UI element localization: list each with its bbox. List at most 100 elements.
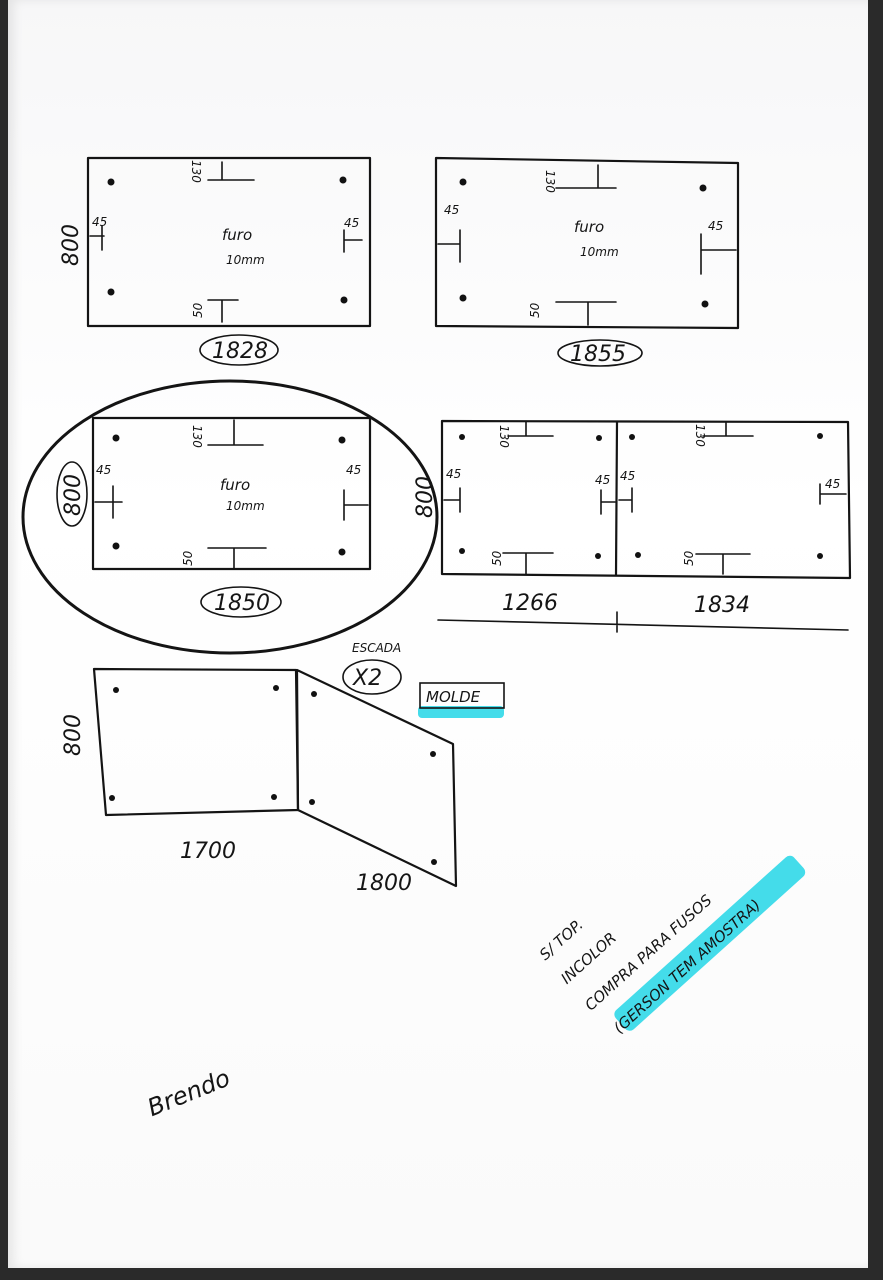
panel-2-width-circle [557, 339, 643, 367]
panel-4-hole-bottom-left-label: 50 [490, 550, 504, 566]
mold-label: MOLDE [426, 688, 481, 706]
panel-1-note-line1: furo [222, 226, 252, 244]
panel-4-mark-bottom-left [502, 552, 554, 575]
panel-1: 130 50 45 45 furo 10mm 800 1828 [59, 156, 372, 366]
panel-4-hole-45-a: 45 [446, 467, 461, 481]
panel-4-mark-top-left [507, 421, 554, 437]
panel-4-right-width-label: 1834 [694, 593, 750, 618]
panel-2-mark-bottom [555, 301, 617, 326]
panel-2-width-label: 1855 [570, 342, 626, 367]
panel-3-height-circle [56, 461, 88, 527]
panel-1-outline [86, 156, 372, 328]
panel-4-mark-mid-right [618, 487, 633, 513]
signature: Brendo [144, 1064, 234, 1122]
panel-3-hole-top-label: 130 [190, 425, 204, 448]
stair-hole [430, 751, 436, 757]
panel-4-hole [596, 435, 602, 441]
stair-hole [273, 685, 279, 691]
panel-3-hole-bottom-label: 50 [181, 550, 195, 566]
notes: S/ TOP. INCOLOR COMPRA PARA FUSOS (GERSO… [536, 855, 806, 1037]
panel-1-hole-bottom-label: 50 [191, 302, 205, 318]
stair-hole [109, 795, 115, 801]
panel-4-hole [817, 553, 823, 559]
panel-3-hole [112, 542, 120, 550]
stair-hole [309, 799, 315, 805]
paper-sheet: 130 50 45 45 furo 10mm 800 1828 130 50 4… [8, 0, 868, 1268]
panel-3-mark-bottom [207, 547, 267, 569]
panel-1-hole-left-label: 45 [92, 215, 107, 229]
stair-height-label: 800 [61, 714, 86, 756]
panel-3-hole-right-label: 45 [346, 463, 361, 477]
stair-hole [113, 687, 119, 693]
panel-4-outline [440, 419, 852, 580]
panel-3-mark-top [207, 419, 264, 446]
stair-qty-circle [342, 659, 402, 695]
panel-2: 130 50 45 45 furo 10mm 1855 [434, 156, 740, 367]
stair-width-left-label: 1700 [180, 839, 236, 864]
panel-4-hole-45-d: 45 [825, 477, 840, 491]
panel-3-circle-mark [21, 379, 439, 655]
panel-4-hole [817, 433, 823, 439]
panel-1-hole [339, 176, 347, 184]
panel-4-hole-45-c: 45 [620, 469, 635, 483]
panel-1-mark-right [343, 229, 363, 253]
panel-4-height-label: 800 [413, 476, 438, 518]
stair-hole [431, 859, 437, 865]
panel-2-hole-bottom-label: 50 [528, 302, 542, 318]
panel-4-divider [614, 420, 619, 577]
panel-4-hole-45-b: 45 [595, 473, 610, 487]
stair-hole [311, 691, 317, 697]
panel-3-hole-left-label: 45 [96, 463, 111, 477]
panel-2-note-line1: furo [574, 218, 604, 236]
stair-width-right-label: 1800 [356, 871, 412, 896]
panel-2-hole [701, 300, 709, 308]
panel-1-hole [107, 178, 115, 186]
panel-2-hole [699, 184, 707, 192]
panel-3-note-line1: furo [220, 476, 250, 494]
panel-2-outline [434, 156, 740, 330]
panel-2-mark-right [700, 233, 737, 275]
panel-4-mark-mid-left [600, 489, 616, 515]
panel-1-hole [340, 296, 348, 304]
note-highlight [614, 855, 806, 1031]
stair-name-label: ESCADA [352, 641, 401, 655]
panel-4-dimension-line [437, 611, 849, 633]
panel-4-mark-bottom-right [695, 553, 751, 575]
panel-2-hole [459, 294, 467, 302]
panel-4: 130 130 50 50 45 45 45 45 800 1266 1834 [413, 419, 852, 633]
panel-4-hole-top-left-label: 130 [497, 425, 511, 448]
panel-4-mark-top-right [702, 421, 754, 437]
panel-4-hole [459, 548, 465, 554]
panel-4-hole-top-right-label: 130 [693, 424, 707, 447]
panel-4-mark-left [443, 487, 461, 513]
panel-2-hole-right-label: 45 [708, 219, 723, 233]
stair-left-outline [92, 667, 300, 817]
panel-1-mark-bottom [207, 299, 239, 323]
panel-4-hole [595, 553, 601, 559]
panel-4-hole [635, 552, 641, 558]
panel-4-hole [459, 434, 465, 440]
panel-3-note-line2: 10mm [226, 499, 265, 513]
stair-panels: 800 1700 1800 ESCADA X2 MOLDE [61, 641, 505, 896]
panel-1-hole-right-label: 45 [344, 216, 359, 230]
panel-3-hole [112, 434, 120, 442]
panel-2-hole [459, 178, 467, 186]
panel-3-hole [338, 436, 346, 444]
panel-3-width-circle [200, 586, 282, 618]
panel-3-mark-right [343, 489, 369, 521]
stair-right-outline [295, 668, 458, 888]
panel-4-left-width-label: 1266 [502, 591, 558, 616]
panel-1-hole [107, 288, 115, 296]
panel-2-hole-top-label: 130 [543, 170, 557, 193]
mold-highlight [418, 706, 504, 718]
panel-1-height-label: 800 [59, 224, 84, 266]
panel-2-note-line2: 10mm [580, 245, 619, 259]
panel-1-hole-top-label: 130 [189, 160, 203, 183]
sketch-drawing: 130 50 45 45 furo 10mm 800 1828 130 50 4… [21, 156, 852, 1122]
panel-1-note-line2: 10mm [226, 253, 265, 267]
panel-3: 130 50 45 45 furo 10mm 800 1850 [21, 379, 439, 655]
panel-2-mark-top [555, 164, 617, 189]
panel-2-mark-left [437, 229, 461, 263]
panel-1-mark-top [207, 161, 255, 181]
panel-3-outline [91, 416, 372, 571]
